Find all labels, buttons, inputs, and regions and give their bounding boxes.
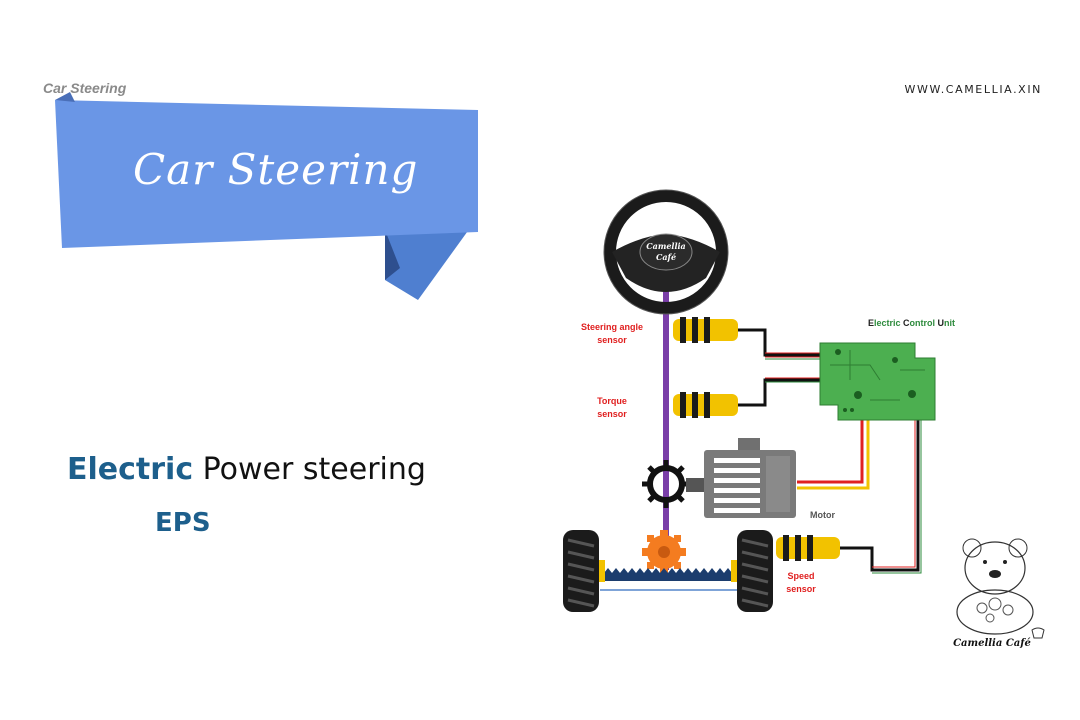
subtitle-rest: Power steering: [193, 452, 426, 487]
eps-abbreviation: EPS: [155, 508, 211, 538]
ecu-label: Electric Control Unit: [868, 318, 955, 328]
logo-text: Camellia Café: [953, 638, 1031, 649]
steering-rack: [600, 568, 740, 591]
electric-motor: [704, 438, 796, 518]
speed-sensor: [776, 535, 840, 561]
speed-sensor-label-1: Speed: [787, 571, 814, 581]
subtitle-accent: Electric: [67, 452, 194, 487]
motor-wire-red: [797, 420, 864, 484]
steering-angle-sensor: [673, 317, 738, 343]
motor-wire-yellow: [797, 420, 870, 490]
motor-label: Motor: [810, 510, 835, 520]
speed-sensor-wire-green: [872, 420, 922, 574]
steering-angle-sensor-label-1: Steering angle: [581, 322, 643, 332]
angle-sensor-cable: [738, 328, 820, 357]
pinion-gear: [642, 530, 686, 574]
steering-shaft: [663, 278, 669, 570]
speed-sensor-label-2: sensor: [786, 584, 816, 594]
wheel-logo-line2: Café: [656, 252, 676, 262]
angle-sensor-wire-red: [765, 352, 820, 358]
wheel-logo-line1: Camellia: [646, 241, 685, 251]
sensor-wires: [738, 328, 922, 574]
right-tire: [731, 530, 773, 612]
ecu-board: [819, 342, 936, 421]
torque-sensor: [673, 392, 738, 418]
speed-sensor-wire-red: [872, 420, 916, 568]
worm-gear: [642, 460, 706, 508]
left-tire: [563, 530, 605, 612]
torque-sensor-cable: [738, 378, 820, 407]
bear-logo: Camellia Café: [953, 538, 1045, 649]
subtitle: Electric Power steering: [67, 452, 426, 487]
banner-title: Car Steering: [133, 145, 419, 194]
steering-wheel: Camellia Café: [603, 189, 729, 315]
steering-angle-sensor-label-2: sensor: [597, 335, 627, 345]
torque-sensor-label-1: Torque: [597, 396, 627, 406]
website-url[interactable]: WWW.CAMELLIA.XIN: [904, 83, 1042, 96]
torque-sensor-label-2: sensor: [597, 409, 627, 419]
speed-sensor-cable: [840, 420, 920, 572]
